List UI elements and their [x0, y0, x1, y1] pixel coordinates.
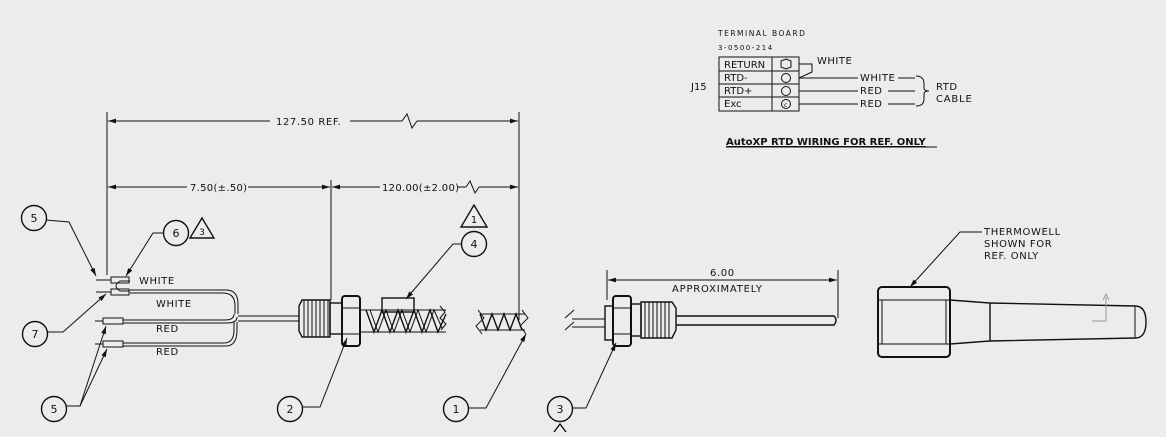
item-balloon	[21, 320, 49, 348]
leader-line	[405, 243, 462, 300]
balloon-number: 4	[471, 238, 478, 251]
item-balloon	[546, 395, 574, 423]
compression-nut	[612, 295, 632, 347]
terminal-lug	[110, 288, 130, 296]
hex-nut	[329, 302, 343, 335]
return-wire-label: WHITE	[817, 56, 852, 67]
terminal-screw-icon	[781, 99, 791, 109]
thermowell-stem	[989, 302, 1147, 342]
break-symbol	[401, 112, 418, 130]
terminal-board: TERMINAL BOARD 3-0500-214 RETURN RTD- RT…	[690, 29, 973, 148]
origin-axis-icon	[1092, 297, 1107, 322]
hex-nut	[604, 305, 614, 341]
item-balloon	[40, 395, 68, 423]
thermowell-hex-head	[877, 286, 951, 358]
terminal-screw-icon	[780, 58, 792, 70]
wire-label-red: RED	[860, 86, 882, 97]
compression-nut	[341, 295, 361, 347]
delta-note-icon	[553, 422, 567, 433]
terminal-lug	[102, 340, 124, 348]
overall-dimension: 127.50 REF.	[276, 117, 341, 128]
balloon-number: 1	[453, 403, 460, 416]
leader-line	[468, 333, 527, 409]
svg-text:c: c	[784, 102, 787, 109]
thermowell-note-line-2: SHOWN FOR	[984, 239, 1052, 250]
wire-label-red: RED	[156, 324, 179, 335]
item-balloons: 5 6 3 7 5 2 4 1 1 3	[20, 203, 617, 433]
spring-clip	[381, 297, 415, 313]
terminal-lug	[102, 317, 124, 325]
cable-label-rtd: RTD	[936, 82, 958, 93]
wire-loop	[115, 280, 130, 292]
leader-line	[572, 342, 617, 409]
thermowell-note-line-1: THERMOWELL	[983, 227, 1061, 238]
terminal-screw-icon	[781, 73, 791, 83]
wire-label-white: WHITE	[860, 73, 895, 84]
thermowell-note-line-3: REF. ONLY	[984, 251, 1039, 262]
terminal-board-part-number: 3-0500-214	[718, 44, 774, 52]
delta-note-icon	[188, 216, 216, 239]
terminal-row-return: RETURN	[724, 60, 765, 71]
pipe-thread-fitting	[298, 299, 331, 338]
terminal-row-exc: Exc	[724, 99, 742, 110]
balloon-number: 5	[51, 403, 58, 416]
wire-label-white: WHITE	[156, 299, 192, 310]
armor-spring	[479, 312, 523, 332]
leader-line	[909, 231, 982, 288]
connector-label: J15	[690, 82, 707, 93]
item-balloon	[442, 395, 470, 423]
item-balloon	[276, 395, 304, 423]
cable-brace	[915, 75, 930, 107]
wiring-caption: AutoXP RTD WIRING FOR REF. ONLY	[726, 137, 926, 148]
wire-label-red: RED	[156, 347, 179, 358]
delta-note-number: 1	[471, 215, 477, 226]
delta-note-number: 3	[199, 228, 205, 238]
pipe-thread-fitting	[640, 301, 677, 339]
leader-line	[79, 348, 108, 407]
probe-sheath	[676, 315, 837, 326]
terminal-row-rtd-minus: RTD-	[724, 73, 748, 84]
right-dimension: 120.00(±2.00)	[382, 183, 459, 194]
balloon-number: 7	[32, 328, 39, 341]
terminal-screw-icon	[781, 86, 791, 96]
dimensions: 127.50 REF. 7.50(±.50) 120.00(±2.00) 6.0…	[106, 112, 839, 320]
probe-length-note: APPROXIMATELY	[672, 284, 763, 295]
return-jumper-wire	[798, 63, 813, 79]
balloon-number: 2	[287, 403, 294, 416]
wire-label-white: WHITE	[139, 276, 175, 287]
left-dimension: 7.50(±.50)	[190, 183, 247, 194]
wire-leads: WHITE WHITE RED RED	[95, 276, 299, 358]
hex-nut	[630, 303, 642, 337]
balloon-number: 5	[31, 212, 38, 225]
terminal-lug	[110, 276, 130, 284]
wire-label-red: RED	[860, 99, 882, 110]
cable-label-cable: CABLE	[936, 94, 973, 105]
thermowell: THERMOWELL SHOWN FOR REF. ONLY	[877, 227, 1147, 358]
terminal-board-title: TERMINAL BOARD	[717, 29, 806, 38]
balloon-number: 6	[173, 227, 180, 240]
leader-line	[125, 232, 164, 277]
leader-line	[47, 293, 107, 333]
terminal-row-rtd-plus: RTD+	[724, 86, 752, 97]
break-symbol	[465, 179, 480, 195]
probe-length-dimension: 6.00	[710, 268, 735, 279]
item-balloon	[20, 204, 48, 232]
leader-line	[302, 337, 348, 408]
delta-note-icon	[459, 203, 489, 228]
leader-line	[45, 219, 97, 277]
rtd-probe-body	[298, 295, 837, 347]
balloon-number: 3	[557, 403, 564, 416]
